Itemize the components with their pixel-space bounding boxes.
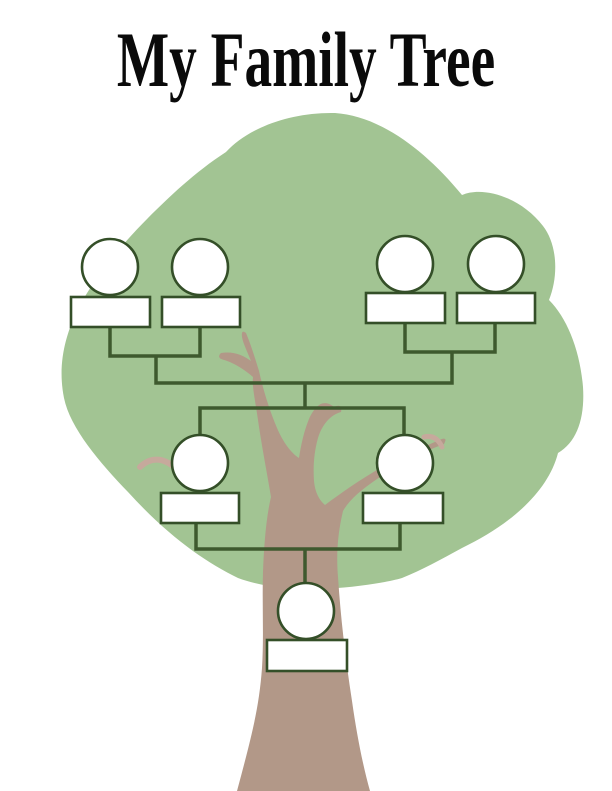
person-7-photo-circle[interactable] — [276, 581, 336, 641]
connector-line-parents-bottom-bar — [194, 523, 402, 551]
person-1-name-box[interactable] — [69, 295, 152, 329]
branch-curl-right — [421, 434, 445, 450]
person-6-photo-circle[interactable] — [375, 433, 435, 493]
person-4-name-box[interactable] — [455, 291, 537, 325]
person-2-photo-circle[interactable] — [170, 237, 230, 297]
person-6-name-box[interactable] — [361, 491, 445, 525]
person-5-photo-circle[interactable] — [170, 433, 230, 493]
person-3-photo-circle[interactable] — [375, 234, 435, 294]
connector-line-grandparents-right-pair — [403, 323, 497, 354]
person-2-name-box[interactable] — [160, 295, 242, 329]
tree-trunk — [219, 331, 446, 791]
person-1-photo-circle[interactable] — [80, 237, 140, 297]
connector-line-parents-drop-bar — [198, 406, 406, 436]
person-5-name-box[interactable] — [159, 491, 241, 525]
person-3-name-box[interactable] — [364, 291, 447, 325]
page-title: My Family Tree — [116, 16, 496, 103]
person-7-name-box[interactable] — [265, 638, 349, 673]
person-4-photo-circle[interactable] — [466, 234, 526, 294]
